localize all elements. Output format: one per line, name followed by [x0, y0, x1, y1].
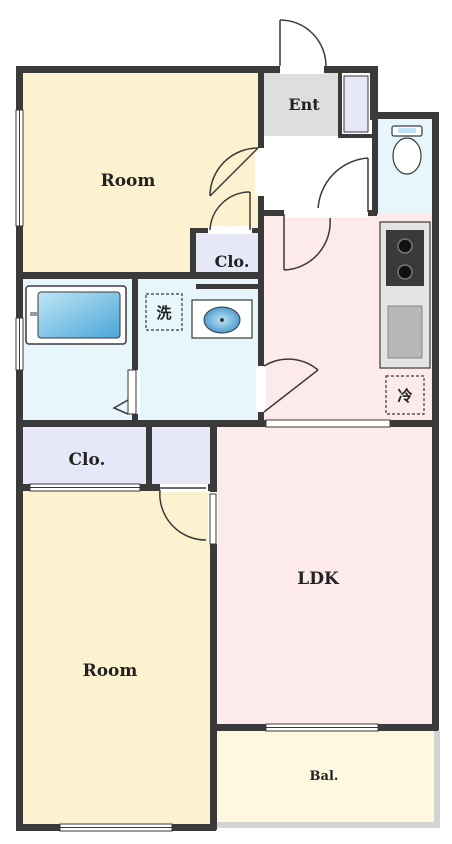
ldk-label: LDK [297, 569, 340, 589]
washbasin-icon [191, 299, 253, 339]
entrance-area [262, 72, 340, 136]
kitchen-counter [379, 221, 431, 369]
burner-icon [397, 264, 413, 280]
shoe-cabinet [343, 75, 369, 133]
fridge-mark: 冷 [397, 387, 412, 405]
room-bottom-label: Room [83, 661, 138, 681]
entrance-label: Ent [288, 95, 320, 114]
closet-left-area [22, 426, 146, 486]
burner-icon [397, 238, 413, 254]
kitchen-sink [387, 305, 423, 359]
fridge-spot: 冷 [385, 375, 425, 415]
room-bottom-area [22, 490, 210, 824]
balcony-label: Bal. [310, 769, 339, 784]
toilet-icon [391, 125, 423, 175]
closet-mid-area [196, 232, 258, 278]
washer-mark: 洗 [156, 304, 171, 322]
bathtub-icon [25, 285, 127, 345]
closet-small-area [150, 426, 210, 486]
closet-left-label: Clo. [69, 450, 106, 470]
closet-mid-label: Clo. [215, 252, 250, 271]
ldk-area [214, 426, 434, 724]
doors [112, 19, 369, 545]
balcony-rail-bottom [214, 822, 440, 828]
washer-spot: 洗 [145, 293, 183, 331]
balcony-area [214, 730, 436, 822]
balcony-railing [434, 730, 440, 826]
room-top-label: Room [101, 171, 156, 191]
windows [15, 109, 391, 832]
